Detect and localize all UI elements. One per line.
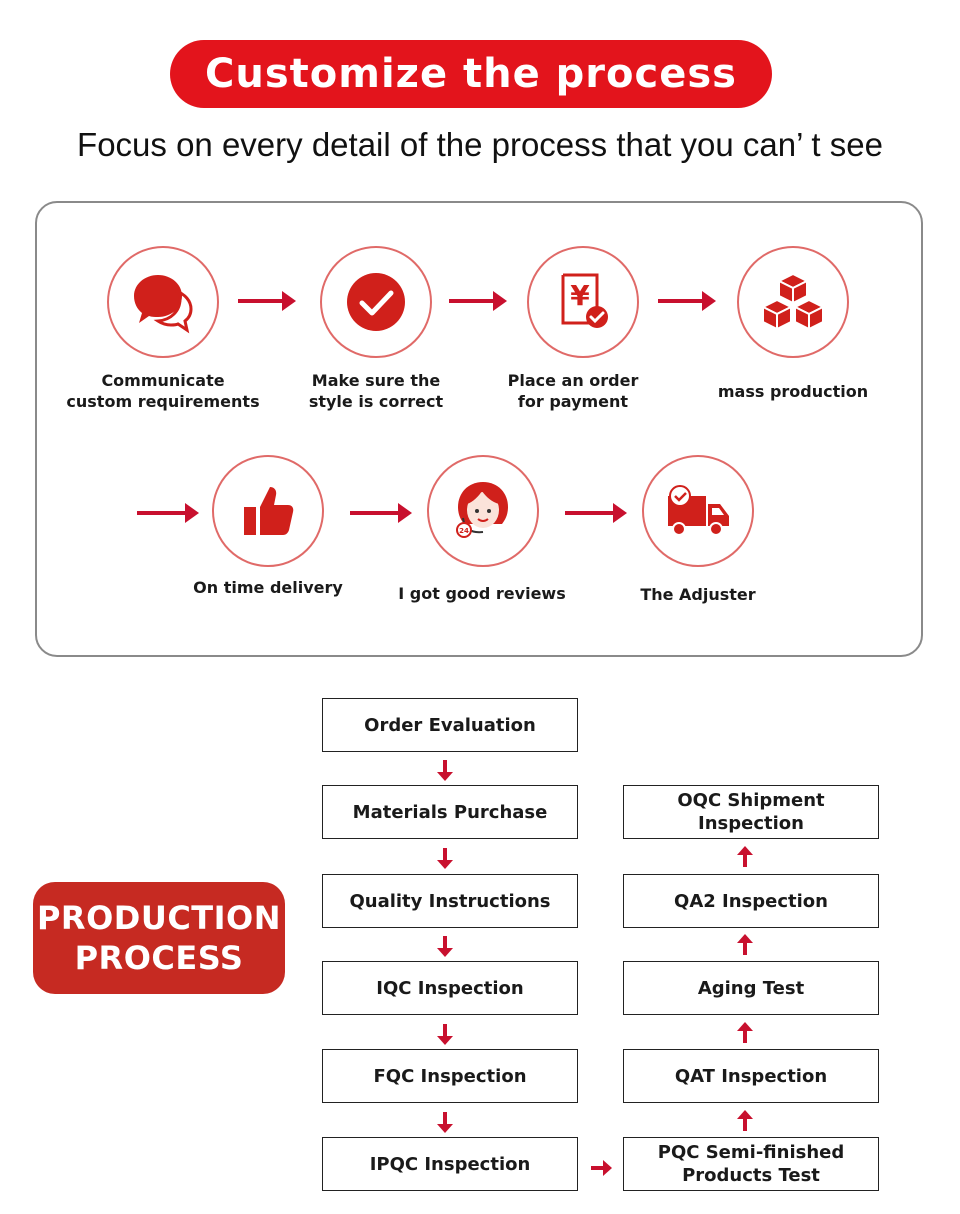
arrow-1-2: [238, 291, 296, 311]
step-4-icon-circle: [737, 246, 849, 358]
step-3-icon-circle: ¥: [527, 246, 639, 358]
step-2-label: Make sure the style is correct: [308, 371, 444, 411]
thumbs-up-icon: [244, 487, 294, 535]
process-box-ipqc-inspection: IPQC Inspection: [322, 1137, 578, 1191]
process-box-order-evaluation: Order Evaluation: [322, 698, 578, 752]
process-box-pqc-semi-finished-products-test: PQC Semi-finished Products Test: [623, 1137, 879, 1191]
arrow-5-6: [350, 503, 412, 523]
boxes-icon: [760, 272, 826, 331]
arrow-4-5: [137, 503, 199, 523]
arrow-down-5: [437, 1112, 453, 1133]
page-subtitle: Focus on every detail of the process tha…: [77, 126, 883, 163]
customer-service-icon: 24: [456, 482, 508, 538]
step-7-label: The Adjuster: [640, 585, 756, 604]
production-process-badge: PRODUCTION PROCESS: [33, 882, 285, 994]
arrow-up-4: [737, 846, 753, 867]
step-2-icon-circle: [320, 246, 432, 358]
arrow-up-1: [737, 1110, 753, 1131]
step-7-icon-circle: [642, 455, 754, 567]
delivery-truck-icon: [668, 485, 729, 536]
arrow-down-2: [437, 848, 453, 869]
process-box-fqc-inspection: FQC Inspection: [322, 1049, 578, 1103]
process-box-quality-instructions: Quality Instructions: [322, 874, 578, 928]
arrow-right-to-pqc: [591, 1160, 612, 1176]
step-5-label: On time delivery: [193, 578, 343, 597]
step-5-icon-circle: [212, 455, 324, 567]
customize-steps-panel: Communicate custom requirements Make sur…: [35, 201, 923, 657]
check-circle-icon: [347, 273, 405, 331]
step-4-label: mass production: [717, 382, 869, 401]
arrow-up-2: [737, 1022, 753, 1043]
arrow-down-1: [437, 760, 453, 781]
arrow-down-3: [437, 936, 453, 957]
step-6-icon-circle: 24: [427, 455, 539, 567]
process-box-iqc-inspection: IQC Inspection: [322, 961, 578, 1015]
step-1-icon-circle: [107, 246, 219, 358]
step-6-label: I got good reviews: [398, 584, 566, 603]
arrow-3-4: [658, 291, 716, 311]
arrow-up-3: [737, 934, 753, 955]
page-title: Customize the process: [205, 51, 737, 97]
process-box-materials-purchase: Materials Purchase: [322, 785, 578, 839]
arrow-down-4: [437, 1024, 453, 1045]
arrow-2-3: [449, 291, 507, 311]
process-box-oqc-shipment-inspection: OQC Shipment Inspection: [623, 785, 879, 839]
process-box-qa2-inspection: QA2 Inspection: [623, 874, 879, 928]
step-1-label: Communicate custom requirements: [66, 371, 260, 411]
process-box-aging-test: Aging Test: [623, 961, 879, 1015]
title-banner: Customize the process: [170, 40, 772, 108]
process-box-qat-inspection: QAT Inspection: [623, 1049, 879, 1103]
arrow-6-7: [565, 503, 627, 523]
svg-text:24: 24: [459, 527, 469, 535]
step-3-label: Place an order for payment: [507, 371, 639, 411]
speech-bubbles-icon: [134, 275, 193, 334]
svg-text:¥: ¥: [570, 279, 590, 312]
yuan-receipt-icon: ¥: [561, 273, 608, 328]
